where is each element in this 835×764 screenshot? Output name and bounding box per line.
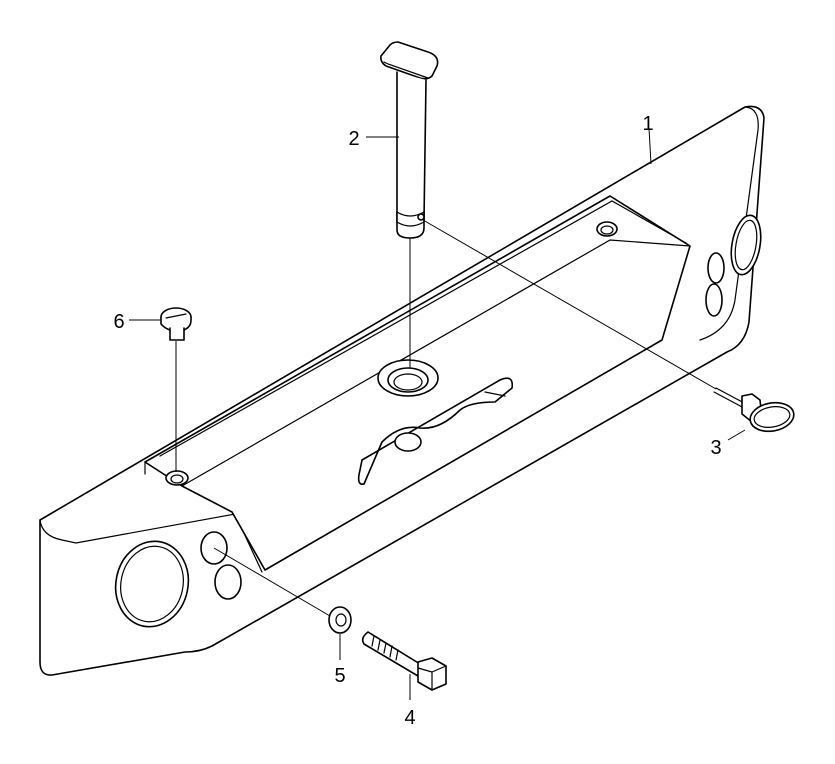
screw [160,307,192,341]
washer [328,606,352,634]
callout-4: 4 [404,707,415,729]
bolt [361,631,447,691]
callout-6: 6 [113,311,124,333]
hitch-pin [380,41,439,239]
leader-lines [129,127,746,700]
callout-2: 2 [348,128,359,150]
callout-labels: 1 2 3 4 5 6 [113,113,721,729]
bumper-body [39,105,765,676]
clip-pin [713,387,795,433]
callout-3: 3 [710,437,721,459]
callout-5: 5 [334,665,345,687]
callout-1: 1 [642,113,653,135]
